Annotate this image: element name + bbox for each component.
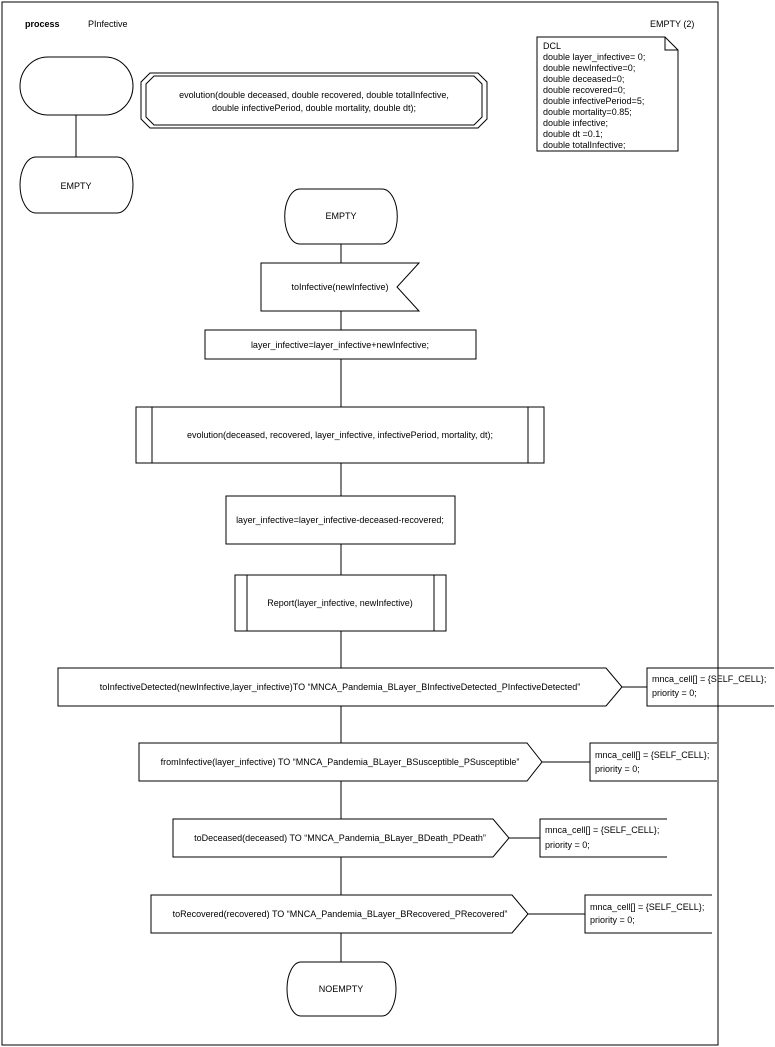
process-keyword: process xyxy=(25,19,60,29)
task-symbol: layer_infective=layer_infective-deceased… xyxy=(225,495,456,545)
state-label: EMPTY xyxy=(325,211,356,221)
diagram-frame xyxy=(1,1,719,1046)
start-symbol xyxy=(19,56,134,116)
dcl-line: double recovered=0; xyxy=(543,85,625,95)
dcl-line: double mortality=0.85; xyxy=(543,107,632,117)
task-label: layer_infective=layer_infective+newInfec… xyxy=(251,340,429,350)
comment-symbol: mnca_cell[] = {SELF_CELL}; priority = 0; xyxy=(646,667,774,707)
procedure-def-line: evolution(double deceased, double recove… xyxy=(179,90,449,100)
report-call-label: Report(layer_infective, newInfective) xyxy=(267,598,413,608)
output-signal-label: toInfectiveDetected(newInfective,layer_i… xyxy=(100,682,581,692)
output-signal-symbol: toRecovered(recovered) TO “MNCA_Pandemia… xyxy=(150,894,529,934)
procedure-definition-symbol: evolution(double deceased, double recove… xyxy=(140,72,488,129)
input-signal-symbol: toInfective(newInfective) xyxy=(260,262,421,312)
report-call-symbol: Report(layer_infective, newInfective) xyxy=(234,574,447,632)
output-signal-symbol: toInfectiveDetected(newInfective,layer_i… xyxy=(57,667,623,707)
dcl-line: DCL xyxy=(543,41,561,51)
comment-line: mnca_cell[] = {SELF_CELL}; xyxy=(652,674,766,684)
procedure-call-label: evolution(deceased, recovered, layer_inf… xyxy=(187,430,493,440)
comment-line: priority = 0; xyxy=(545,840,590,850)
dcl-line: double deceased=0; xyxy=(543,74,624,84)
comment-symbol: mnca_cell[] = {SELF_CELL}; priority = 0; xyxy=(584,894,712,934)
input-signal-label: toInfective(newInfective) xyxy=(291,282,388,292)
procedure-def-line: double infectivePeriod, double mortality… xyxy=(212,103,416,113)
page-label: EMPTY (2) xyxy=(650,19,694,29)
dcl-line: double totalInfective; xyxy=(543,140,626,150)
comment-line: priority = 0; xyxy=(590,915,635,925)
task-label: layer_infective=layer_infective-deceased… xyxy=(236,515,444,525)
dcl-line: double infective; xyxy=(543,118,608,128)
dcl-line: double infectivePeriod=5; xyxy=(543,96,644,106)
state-label: NOEMPTY xyxy=(319,984,364,994)
comment-symbol: mnca_cell[] = {SELF_CELL}; priority = 0; xyxy=(539,818,667,858)
output-signal-label: fromInfective(layer_infective) TO “MNCA_… xyxy=(161,757,520,767)
start-state-label: EMPTY xyxy=(60,181,91,191)
output-signal-label: toDeceased(deceased) TO “MNCA_Pandemia_B… xyxy=(194,833,486,843)
declaration-text-symbol: DCL double layer_infective= 0; double ne… xyxy=(536,36,679,152)
comment-line: mnca_cell[] = {SELF_CELL}; xyxy=(595,750,709,760)
output-signal-symbol: fromInfective(layer_infective) TO “MNCA_… xyxy=(138,742,543,782)
start-state-symbol: EMPTY xyxy=(19,156,134,214)
comment-line: priority = 0; xyxy=(652,688,697,698)
dcl-line: double dt =0.1; xyxy=(543,129,603,139)
task-symbol: layer_infective=layer_infective+newInfec… xyxy=(204,329,477,360)
state-symbol: NOEMPTY xyxy=(286,961,397,1017)
output-signal-symbol: toDeceased(deceased) TO “MNCA_Pandemia_B… xyxy=(172,818,510,858)
state-symbol: EMPTY xyxy=(284,188,398,245)
output-signal-label: toRecovered(recovered) TO “MNCA_Pandemia… xyxy=(173,909,508,919)
dcl-line: double layer_infective= 0; xyxy=(543,52,645,62)
process-name: PInfective xyxy=(88,19,128,29)
comment-line: priority = 0; xyxy=(595,764,640,774)
procedure-call-symbol: evolution(deceased, recovered, layer_inf… xyxy=(135,406,545,464)
comment-line: mnca_cell[] = {SELF_CELL}; xyxy=(590,902,704,912)
dcl-line: double newInfective=0; xyxy=(543,63,635,73)
comment-symbol: mnca_cell[] = {SELF_CELL}; priority = 0; xyxy=(589,742,717,782)
comment-line: mnca_cell[] = {SELF_CELL}; xyxy=(545,825,659,835)
